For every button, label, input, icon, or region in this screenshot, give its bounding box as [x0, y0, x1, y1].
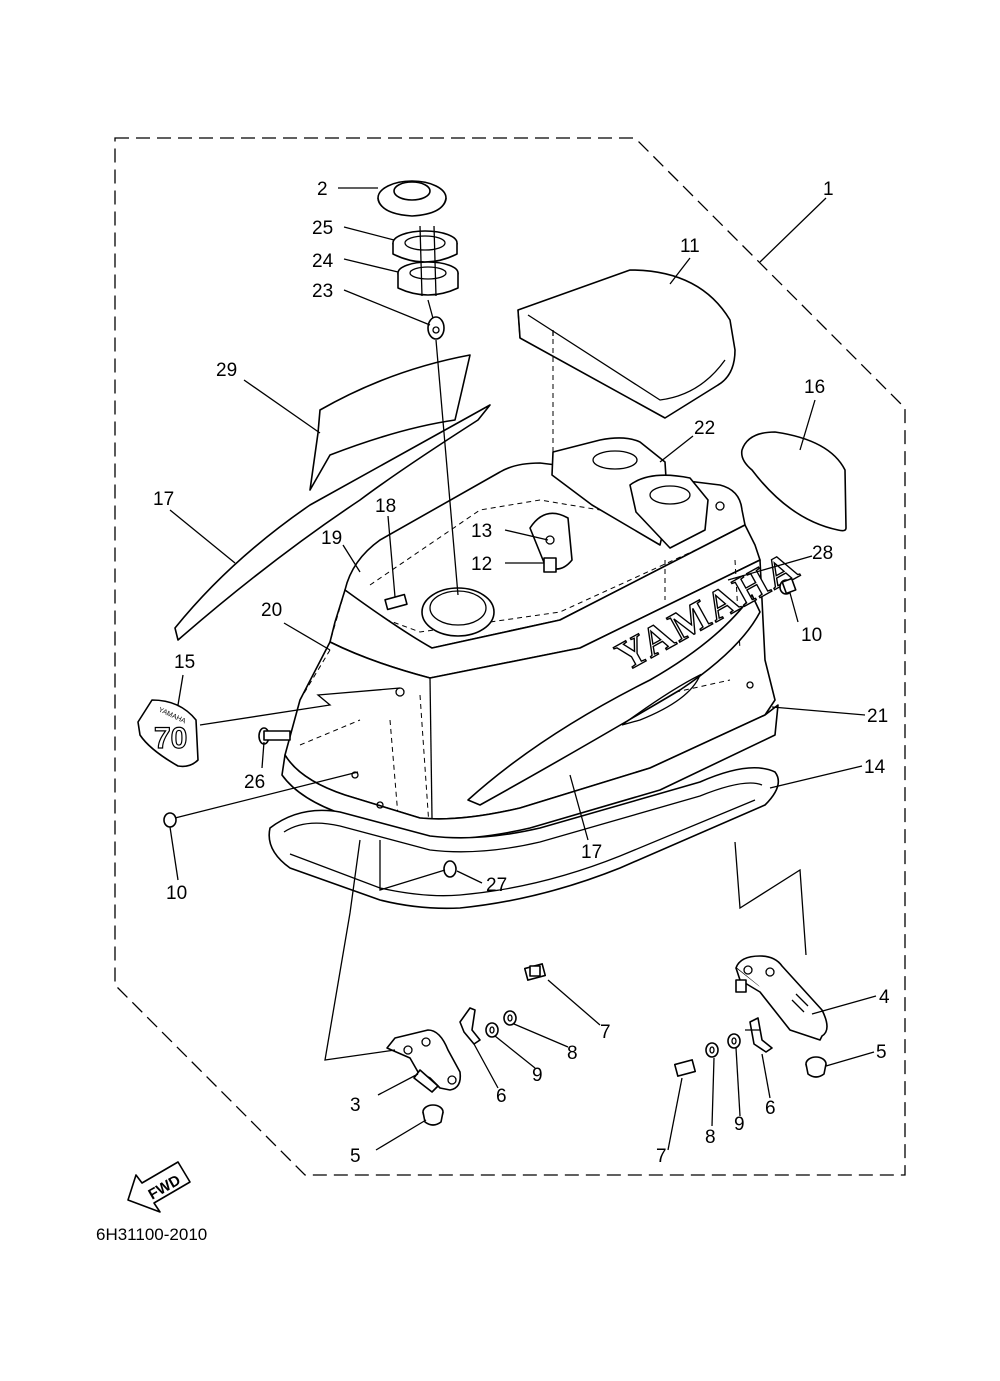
callout-13: 13: [471, 521, 492, 542]
nut-5-left: [422, 1104, 444, 1126]
decal-29: [309, 354, 471, 491]
callout-11: 11: [680, 236, 700, 257]
document-number: 6H31100-2010: [96, 1225, 207, 1244]
callout-20: 20: [261, 600, 282, 621]
callout-22: 22: [694, 418, 715, 439]
emblem-15: 70 YAMAHA: [137, 699, 199, 768]
bracket-4: [735, 955, 828, 1041]
guide-lines: [174, 687, 807, 1061]
seal-14: [268, 766, 780, 910]
callout-19: 19: [321, 528, 342, 549]
top-cowling: YAMAHA: [281, 339, 808, 841]
nut-5-right: [805, 1056, 827, 1078]
callout-21: 21: [867, 706, 888, 727]
callout-25: 25: [312, 218, 333, 239]
callout-17-upper: 17: [153, 489, 174, 510]
callout-10-lower: 10: [166, 883, 187, 904]
callout-3: 3: [350, 1095, 361, 1116]
leader-lines: [169, 187, 877, 1151]
callout-4: 4: [879, 987, 890, 1008]
callout-5-right: 5: [876, 1042, 887, 1063]
clip-6-right: [749, 1017, 773, 1053]
callout-26: 26: [244, 772, 265, 793]
callout-1: 1: [823, 179, 834, 200]
callout-7-lower: 7: [656, 1146, 667, 1167]
washer-9-right: [727, 1033, 741, 1049]
callout-14: 14: [864, 757, 886, 778]
washer-8-left: [503, 1010, 517, 1026]
grommet-24: [397, 225, 459, 297]
callout-7-upper: 7: [600, 1022, 611, 1043]
callout-9-lower: 9: [734, 1114, 745, 1135]
callout-15: 15: [174, 652, 195, 673]
bolt-7-left: [523, 963, 547, 981]
callout-8-upper: 8: [567, 1043, 578, 1064]
grommet-25: [392, 230, 458, 263]
callout-24: 24: [312, 251, 334, 272]
callout-28: 28: [812, 543, 833, 564]
cover-11: [517, 269, 736, 419]
callout-18: 18: [375, 496, 396, 517]
callout-10-upper: 10: [801, 625, 822, 646]
callout-23: 23: [312, 281, 333, 302]
emblem-number: 70: [154, 722, 187, 755]
callout-17-lower: 17: [581, 842, 602, 863]
fwd-arrow-icon: FWD: [127, 1161, 191, 1213]
strap-23: [427, 299, 445, 340]
callout-2: 2: [317, 179, 328, 200]
assembly-boundary: [114, 137, 906, 1176]
grommet-27: [443, 860, 457, 878]
bracket-3: [386, 1029, 462, 1093]
grommet-10-left: [163, 812, 177, 828]
callout-27: 27: [486, 875, 507, 896]
grommet-10-right: [779, 577, 797, 595]
callout-5-left: 5: [350, 1146, 361, 1167]
washer-8-right: [705, 1042, 719, 1058]
clip-6-left: [459, 1007, 481, 1045]
callout-labels: 1 2 25 24 23 11 29 16 22 17 18 19 13 12 …: [153, 179, 890, 1167]
callout-6-right: 6: [765, 1098, 776, 1119]
screw-26: [258, 727, 291, 745]
callout-9-upper: 9: [532, 1065, 543, 1086]
callout-6-left: 6: [496, 1086, 507, 1107]
washer-9-left: [485, 1022, 499, 1038]
callout-8-lower: 8: [705, 1127, 716, 1148]
oil-cap-2: [377, 180, 447, 217]
callout-29: 29: [216, 360, 237, 381]
callout-12: 12: [471, 554, 492, 575]
bracket-16: [740, 431, 847, 532]
bolt-7-right: [673, 1059, 697, 1077]
decal-17-stripe: [174, 404, 491, 641]
callout-16: 16: [804, 377, 825, 398]
